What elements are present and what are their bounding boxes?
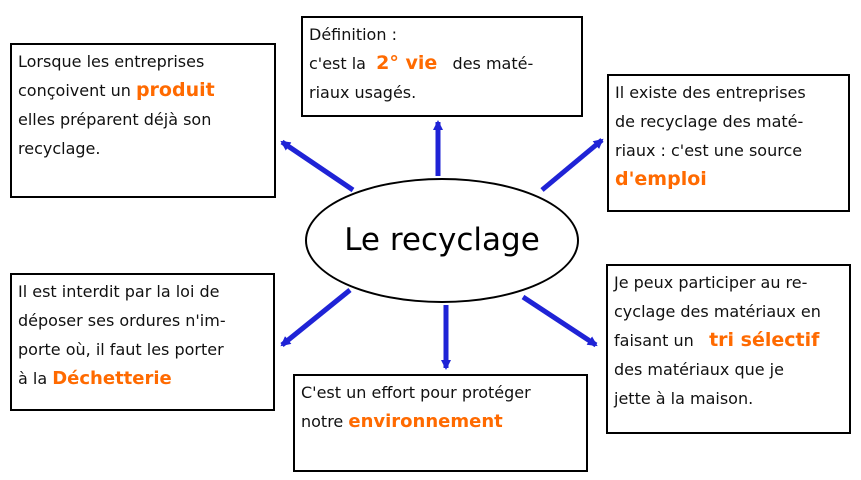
definition-line-2: c'est la 2° vie des maté- xyxy=(309,49,575,78)
tri-box: Je peux participer au re- cyclage des ma… xyxy=(606,264,851,434)
definition-highlight: 2° vie xyxy=(376,52,438,74)
dechetterie-highlight: Déchetterie xyxy=(52,368,172,389)
arrow-to-tri xyxy=(521,294,598,348)
arrow-to-dechetterie xyxy=(280,288,352,347)
dechetterie-line-4: à la Déchetterie xyxy=(18,364,267,393)
dechetterie-line-2: déposer ses ordures n'im- xyxy=(18,311,226,330)
definition-line-2-post: des maté- xyxy=(452,54,534,73)
dechetterie-box: Il est interdit par la loi de déposer se… xyxy=(10,273,275,411)
definition-line-3: riaux usagés. xyxy=(309,83,417,102)
produit-line-2: conçoivent un produit xyxy=(18,76,268,105)
definition-line-2-pre: c'est la xyxy=(309,54,366,73)
emploi-line-2: de recyclage des maté- xyxy=(615,112,804,131)
environnement-highlight: environnement xyxy=(348,411,503,432)
definition-line-1: Définition : xyxy=(309,25,397,44)
arrow-to-produit xyxy=(280,139,355,193)
dechetterie-line-3: porte où, il faut les porter xyxy=(18,340,224,359)
emploi-box: Il existe des entreprises de recyclage d… xyxy=(607,74,850,212)
emploi-line-1: Il existe des entreprises xyxy=(615,83,806,102)
center-node: Le recyclage xyxy=(305,178,579,303)
produit-box: Lorsque les entreprises conçoivent un pr… xyxy=(10,43,276,198)
produit-line-2-pre: conçoivent un xyxy=(18,81,131,100)
dechetterie-line-4-pre: à la xyxy=(18,369,48,388)
dechetterie-line-1: Il est interdit par la loi de xyxy=(18,282,220,301)
tri-line-1: Je peux participer au re- xyxy=(614,273,808,292)
definition-box: Définition : c'est la 2° vie des maté- r… xyxy=(301,16,583,117)
environnement-line-2-pre: notre xyxy=(301,412,344,431)
tri-highlight: tri sélectif xyxy=(709,329,820,351)
emploi-highlight: d'emploi xyxy=(615,168,707,190)
environnement-box: C'est un effort pour protéger notre envi… xyxy=(293,374,588,472)
tri-line-3-pre: faisant un xyxy=(614,331,694,350)
emploi-line-3: riaux : c'est une source xyxy=(615,141,803,160)
produit-line-3: elles préparent déjà son xyxy=(18,110,212,129)
tri-line-5: jette à la maison. xyxy=(614,389,754,408)
center-title: Le recyclage xyxy=(344,222,540,258)
tri-line-2: cyclage des matériaux en xyxy=(614,302,821,321)
emploi-line-4: d'emploi xyxy=(615,165,842,194)
environnement-line-1: C'est un effort pour protéger xyxy=(301,383,531,402)
produit-highlight: produit xyxy=(135,79,215,101)
arrow-to-emploi xyxy=(540,138,604,192)
produit-line-4: recyclage. xyxy=(18,139,101,158)
tri-line-3: faisant un tri sélectif xyxy=(614,326,843,355)
environnement-line-2: notre environnement xyxy=(301,407,580,436)
tri-line-4: des matériaux que je xyxy=(614,360,784,379)
produit-line-1: Lorsque les entreprises xyxy=(18,52,205,71)
